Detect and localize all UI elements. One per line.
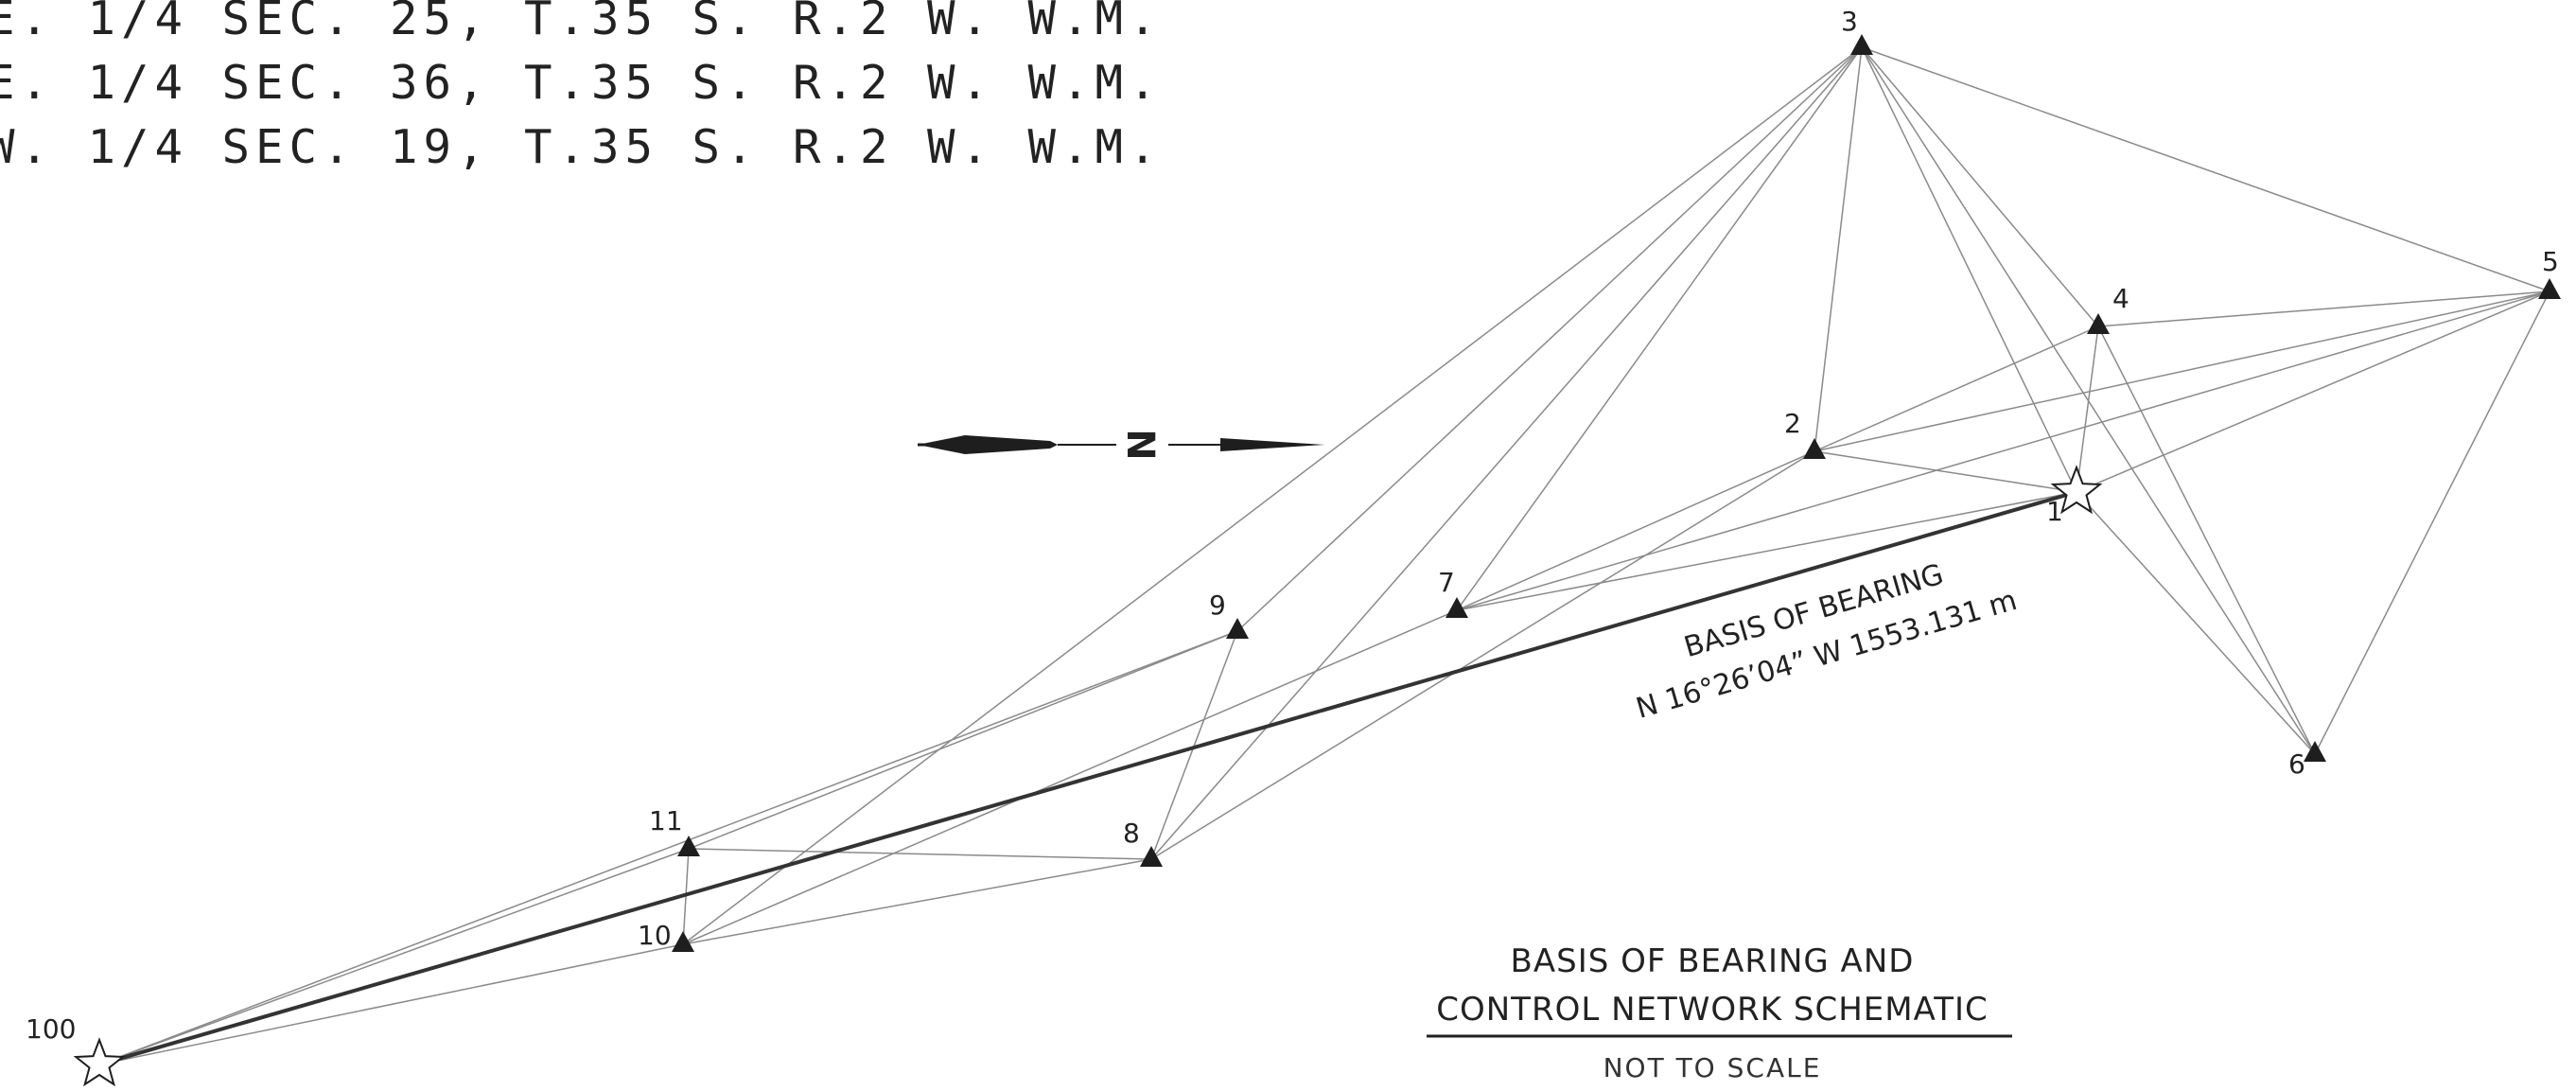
network-line-5-7 <box>1456 290 2550 611</box>
title-line-1: BASIS OF BEARING AND <box>1511 942 1915 980</box>
network-line-2-7 <box>1456 450 1815 611</box>
point-label-1: 1 <box>2046 496 2063 527</box>
network-line-1-6 <box>2076 491 2316 755</box>
network-line-10-100 <box>98 943 684 1065</box>
network-line-1-7 <box>1456 491 2077 611</box>
point-label-9: 9 <box>1209 589 1226 621</box>
point-label-5: 5 <box>2542 246 2559 277</box>
title-block: BASIS OF BEARING AND CONTROL NETWORK SCH… <box>1427 942 2012 1083</box>
north-arrow-head <box>1220 438 1324 451</box>
baseline-line <box>98 490 2077 1066</box>
control-point-star-icon <box>73 1037 126 1087</box>
network-line-9-100 <box>98 630 1238 1065</box>
network-line-11-100 <box>98 848 690 1065</box>
control-point-triangle-icon <box>2538 278 2561 299</box>
control-point-star-icon <box>2050 465 2103 515</box>
control-point-triangle-icon <box>1850 34 1873 55</box>
control-point-triangle-icon <box>677 836 700 856</box>
network-line-2-1 <box>1814 450 2077 493</box>
point-label-100: 100 <box>26 1013 76 1045</box>
legal-description-1: E. 1/4 SEC. 25, T.35 S. R.2 W. W.M. <box>0 0 1163 45</box>
network-line-4-6 <box>2097 326 2316 755</box>
point-label-11: 11 <box>649 805 683 836</box>
network-line-8-11 <box>688 848 1152 860</box>
network-line-2-8 <box>1150 450 1815 860</box>
network-line-3-8 <box>1150 46 1863 860</box>
point-label-10: 10 <box>638 920 672 951</box>
network-lines <box>98 46 2550 1065</box>
control-point-triangle-icon <box>1140 846 1163 867</box>
network-line-3-7 <box>1456 46 1863 611</box>
control-point-triangle-icon <box>1803 438 1826 459</box>
legal-description-2: E. 1/4 SEC. 36, T.35 S. R.2 W. W.M. <box>0 56 1163 110</box>
point-label-3: 3 <box>1841 6 1858 37</box>
control-points <box>73 34 2561 1087</box>
north-arrow-icon: N <box>918 429 1324 461</box>
legal-description-3: W. 1/4 SEC. 19, T.35 S. R.2 W. W.M. <box>0 120 1163 174</box>
network-line-5-4 <box>2097 290 2550 327</box>
network-line-9-8 <box>1150 630 1238 860</box>
network-line-5-6 <box>2314 290 2550 755</box>
control-point-triangle-icon <box>672 931 694 952</box>
network-line-8-10 <box>682 858 1152 945</box>
basis-baseline <box>98 490 2077 1066</box>
control-point-triangle-icon <box>2304 741 2326 762</box>
point-label-7: 7 <box>1438 567 1455 598</box>
network-line-3-5 <box>1861 46 2550 292</box>
network-line-3-4 <box>1861 46 2099 327</box>
network-line-5-1 <box>2076 290 2550 493</box>
network-line-3-9 <box>1236 46 1863 632</box>
point-labels: 1 2 3 4 5 6 7 8 9 10 11 100 <box>26 6 2559 1045</box>
network-line-3-1 <box>1861 46 2077 493</box>
point-label-8: 8 <box>1123 818 1140 849</box>
point-label-6: 6 <box>2288 748 2305 780</box>
control-point-triangle-icon <box>2087 313 2110 334</box>
network-line-3-10 <box>682 46 1863 945</box>
point-label-2: 2 <box>1784 408 1801 439</box>
control-point-triangle-icon <box>1446 597 1468 618</box>
network-line-4-1 <box>2076 326 2099 493</box>
title-not-to-scale: NOT TO SCALE <box>1603 1052 1822 1083</box>
network-line-3-2 <box>1814 46 1863 452</box>
point-label-4: 4 <box>2112 283 2129 314</box>
network-line-5-2 <box>1814 290 2550 452</box>
network-line-7-10 <box>682 609 1458 945</box>
north-label: N <box>1118 429 1162 460</box>
network-line-4-2 <box>1814 326 2099 452</box>
title-line-2: CONTROL NETWORK SCHEMATIC <box>1436 991 1989 1029</box>
north-arrow-tail <box>918 435 1058 454</box>
control-point-triangle-icon <box>1226 618 1249 639</box>
network-line-9-11 <box>688 630 1238 850</box>
